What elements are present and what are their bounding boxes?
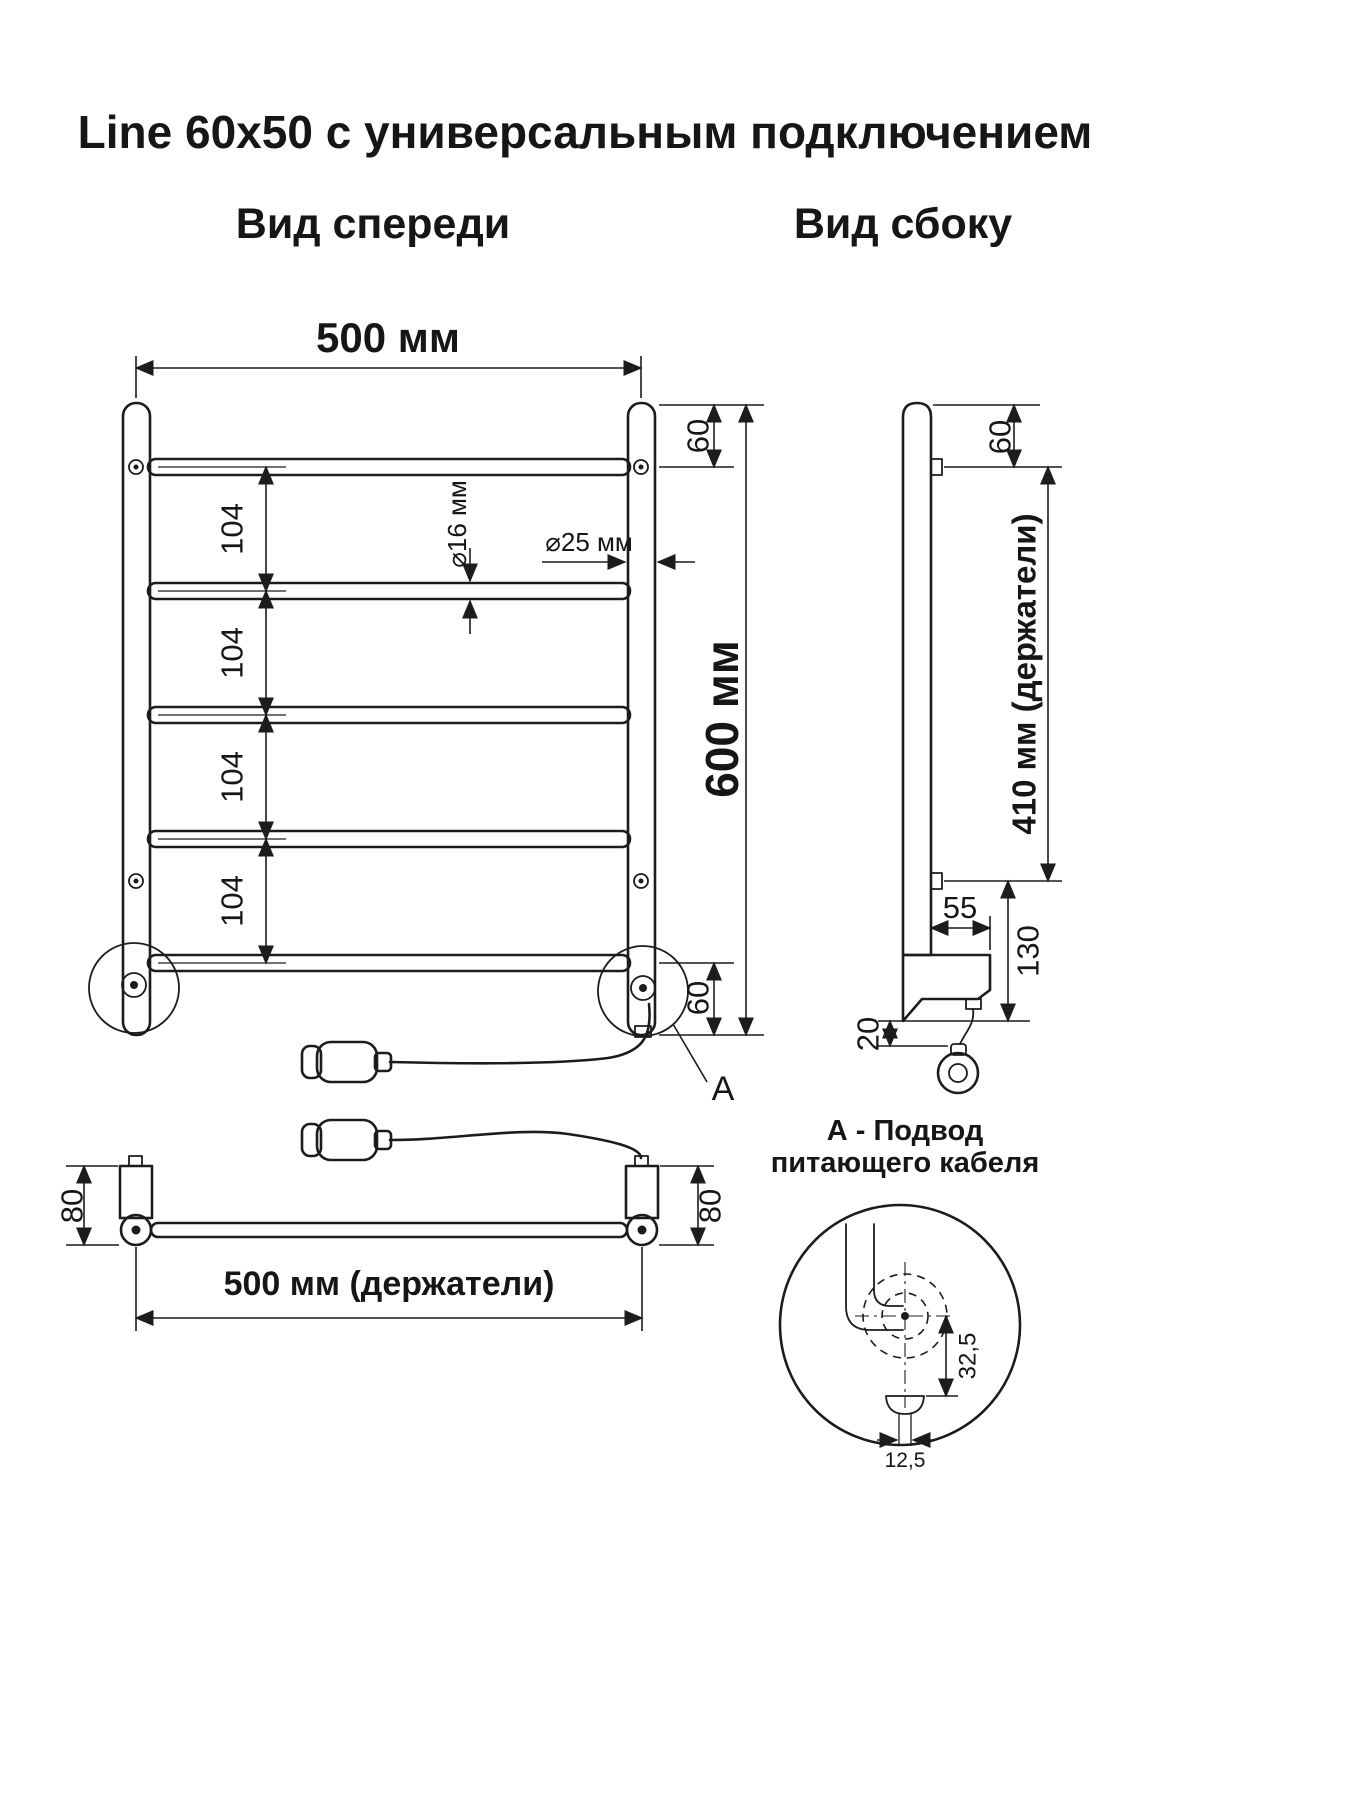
left-holder-tab: [128, 1155, 143, 1167]
dim-top-offset-60: 60: [659, 403, 764, 469]
dim-bottom-offset-label: 60: [681, 981, 716, 1015]
rung: [146, 953, 632, 973]
side-cable: [959, 1008, 975, 1045]
power-plug-icon: [300, 1118, 393, 1162]
left-holder: [118, 1164, 154, 1220]
dim-width-label: 500 мм: [316, 314, 460, 361]
rung: [146, 829, 632, 849]
dim-bracket-depth-label: 55: [943, 890, 977, 925]
dim-side-top-offset-label: 60: [983, 420, 1018, 454]
dim-height-600: 600 мм: [659, 403, 764, 1037]
rung: [146, 457, 632, 477]
detail-cable-gland: [885, 1395, 925, 1415]
dim-post-diameter-label: ⌀25 мм: [545, 527, 633, 557]
front-view: 500 мм 60 600 мм 104 104: [88, 314, 764, 1162]
right-foot-callout: [597, 945, 689, 1038]
dim-holders-span: 410 мм (держатели): [944, 465, 1062, 883]
detail-a-circle: [778, 1203, 1022, 1447]
side-plug-icon: [936, 1043, 980, 1095]
dim-gap-label: 104: [215, 503, 250, 555]
power-cable: [388, 1130, 643, 1160]
dim-holder-height-right: 80: [659, 1164, 728, 1247]
side-cable-gland: [965, 998, 982, 1010]
holder-bar: [149, 1221, 629, 1239]
dim-bottom-section: 130: [878, 879, 1046, 1023]
dim-top-offset-label: 60: [681, 419, 716, 453]
dim-tube-diameter: ⌀16 мм: [442, 480, 494, 634]
detail-a-letter: А: [712, 1070, 735, 1108]
dim-gap-label: 104: [215, 875, 250, 927]
dim-detail-cable-offset: 12,5: [877, 1432, 933, 1472]
detail-arm-outer: [845, 1223, 904, 1331]
dim-holders-width: 500 мм (держатели): [134, 1247, 644, 1331]
dim-holders-span-label: 410 мм (держатели): [1006, 513, 1043, 834]
dim-holder-height-left: 80: [55, 1164, 119, 1247]
side-view-label: Вид сбоку: [794, 200, 1012, 248]
side-top-bracket: [930, 458, 943, 476]
rung: [146, 705, 632, 725]
dim-holder-height-right-label: 80: [693, 1189, 728, 1223]
detail-a-caption-line2: питающего кабеля: [771, 1147, 1040, 1179]
drawing-title: Line 60x50 с универсальным подключением: [78, 106, 1093, 158]
dim-height-label: 600 мм: [696, 640, 748, 798]
front-view-label: Вид спереди: [236, 200, 510, 248]
detail-a-marker: А: [672, 1023, 735, 1108]
right-post: [626, 401, 657, 1037]
dim-bracket-depth: 55: [929, 890, 992, 950]
dim-gap-label: 104: [215, 751, 250, 803]
side-bottom-bracket: [930, 872, 943, 890]
dim-width-500: 500 мм: [134, 314, 643, 398]
dim-gap-label: 104: [215, 627, 250, 679]
dim-cable-offset: 20: [851, 1017, 948, 1051]
detail-arm-inner: [873, 1223, 904, 1307]
left-post: [121, 401, 152, 1037]
detail-a-caption-line1: А - Подвод: [827, 1115, 983, 1147]
dim-holders-width-label: 500 мм (держатели): [224, 1265, 555, 1303]
dim-cable-offset-label: 20: [851, 1017, 886, 1051]
dim-bottom-offset-60: 60: [659, 961, 734, 1037]
side-post: [901, 401, 933, 957]
dim-detail-cable-offset-label: 12,5: [885, 1449, 926, 1472]
dim-post-diameter: ⌀25 мм: [542, 527, 695, 570]
dim-rung-spacing: 104 104 104 104: [158, 465, 286, 965]
dim-detail-center-offset: 32,5: [926, 1314, 982, 1398]
right-holder: [624, 1164, 660, 1220]
dim-bottom-section-label: 130: [1011, 925, 1046, 977]
detail-a-view: А - Подвод питающего кабеля 32,5 12,5: [771, 1115, 1040, 1472]
power-plug-icon: [300, 1040, 393, 1084]
power-cable: [388, 1002, 651, 1065]
dim-side-top-offset: 60: [933, 403, 1062, 469]
holders-view: 80 80 500 мм (держатели): [55, 1155, 728, 1331]
side-foot: [901, 953, 992, 1023]
rung: [146, 581, 632, 601]
dim-tube-diameter-label: ⌀16 мм: [442, 480, 472, 568]
dim-holder-height-left-label: 80: [55, 1189, 90, 1223]
dim-detail-center-offset-label: 32,5: [955, 1333, 982, 1380]
mount-screws: [128, 459, 649, 889]
side-view: 60 410 мм (держатели) 55 130 20: [851, 401, 1062, 1095]
left-foot-callout: [88, 942, 180, 1034]
right-holder-tab: [634, 1155, 649, 1167]
